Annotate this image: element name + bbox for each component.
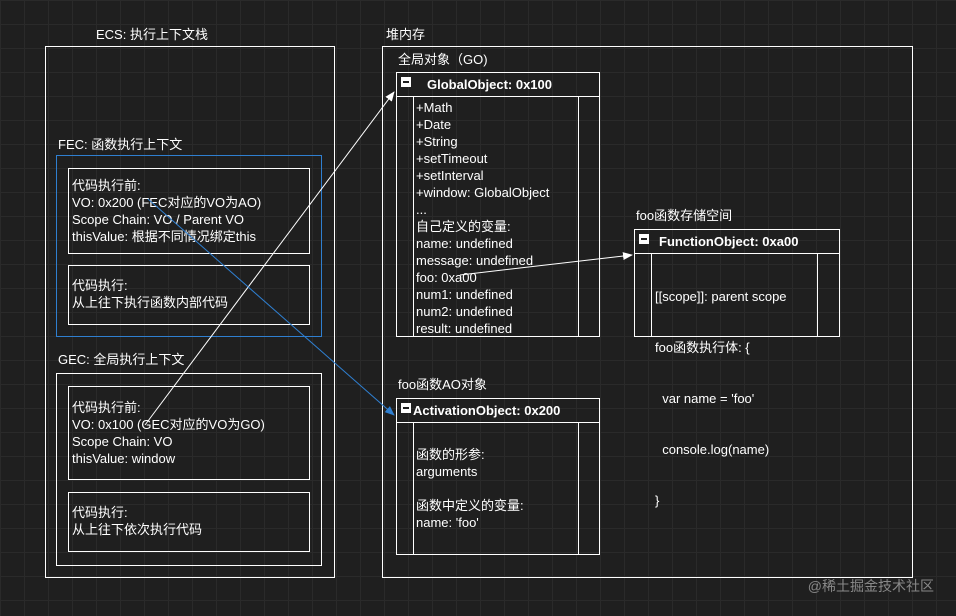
go-line: message: undefined [416, 253, 534, 268]
go-lines: +Math +Date +String +setTimeout +setInte… [416, 99, 549, 337]
go-line: +String [416, 134, 458, 149]
gec-exec-line: 从上往下依次执行代码 [72, 522, 203, 537]
gec-before-line: VO: 0x100 (GEC对应的VO为GO) [72, 417, 265, 432]
collapse-icon[interactable] [401, 77, 411, 87]
gec-exec-line: 代码执行: [72, 505, 128, 520]
fo-line: } [655, 493, 660, 508]
gec-before-line: Scope Chain: VO [72, 434, 173, 449]
ao-divider-right [578, 422, 579, 555]
heap-container [382, 46, 913, 578]
go-divider-right [578, 96, 579, 337]
activation-object-header: ActivationObject: 0x200 [397, 399, 599, 423]
ecs-title: ECS: 执行上下文栈 [96, 27, 208, 42]
fo-divider-right [817, 253, 818, 337]
gec-before-line: 代码执行前: [72, 400, 141, 415]
fec-exec-line: 从上往下执行函数内部代码 [72, 295, 229, 310]
go-line: +setInterval [416, 168, 484, 183]
watermark: @稀土掘金技术社区 [807, 578, 934, 594]
fec-before-box [68, 168, 310, 254]
fo-line: console.log(name) [655, 442, 770, 457]
global-object-box: GlobalObject: 0x100 [396, 72, 600, 337]
fec-before-text: 代码执行前: VO: 0x200 (FEC对应的VO为AO) Scope Cha… [72, 177, 261, 245]
activation-object-header-text: ActivationObject: 0x200 [413, 403, 561, 418]
function-object-header: FunctionObject: 0xa00 [635, 230, 839, 254]
foo-storage-caption: foo函数存储空间 [636, 208, 733, 223]
go-line: num1: undefined [416, 287, 513, 302]
global-object-header: GlobalObject: 0x100 [397, 73, 599, 97]
ao-caption: foo函数AO对象 [398, 377, 487, 392]
global-object-header-text: GlobalObject: 0x100 [427, 77, 552, 92]
ao-lines: 函数的形参: arguments 函数中定义的变量: name: 'foo' [416, 446, 524, 531]
gec-title: GEC: 全局执行上下文 [58, 352, 185, 367]
collapse-icon[interactable] [401, 403, 411, 413]
fo-line: foo函数执行体: { [655, 340, 750, 355]
collapse-icon[interactable] [639, 234, 649, 244]
go-line: +Math [416, 100, 453, 115]
ao-line: 函数的形参: [416, 447, 485, 462]
fec-before-line: Scope Chain: VO / Parent VO [72, 212, 244, 227]
ao-divider-left [413, 422, 414, 555]
go-line: foo: 0xa00 [416, 270, 477, 285]
ecs-stack [45, 46, 335, 578]
gec-before-line: thisValue: window [72, 451, 176, 466]
go-line: 自己定义的变量: [416, 219, 511, 234]
fec-container [56, 155, 322, 337]
arrow-gec-vo-to-global-object [144, 91, 395, 426]
gec-exec-text: 代码执行: 从上往下依次执行代码 [72, 504, 202, 538]
go-line: +Date [416, 117, 452, 132]
ao-line: name: 'foo' [416, 515, 479, 530]
fec-exec-line: 代码执行: [72, 278, 128, 293]
fec-exec-box [68, 265, 310, 325]
fo-divider-left [651, 253, 652, 337]
arrow-foo-to-function-object [459, 252, 633, 276]
function-object-header-text: FunctionObject: 0xa00 [659, 234, 799, 249]
gec-before-text: 代码执行前: VO: 0x100 (GEC对应的VO为GO) Scope Cha… [72, 399, 265, 467]
gec-before-box [68, 386, 310, 480]
go-line: +window: GlobalObject [416, 185, 550, 200]
fec-title: FEC: 函数执行上下文 [58, 137, 183, 152]
fo-line: var name = 'foo' [655, 391, 755, 406]
ao-line: arguments [416, 464, 478, 479]
ao-line: 函数中定义的变量: [416, 498, 524, 513]
go-line: result: undefined [416, 321, 513, 336]
fec-before-line: thisValue: 根据不同情况绑定this [72, 229, 256, 244]
function-object-box: FunctionObject: 0xa00 [634, 229, 840, 337]
activation-object-box: ActivationObject: 0x200 [396, 398, 600, 555]
fo-line: [[scope]]: parent scope [655, 289, 787, 304]
fec-exec-text: 代码执行: 从上往下执行函数内部代码 [72, 277, 228, 311]
fec-before-line: 代码执行前: [72, 178, 141, 193]
go-divider-left [413, 96, 414, 337]
gec-container [56, 373, 322, 566]
go-line: ... [416, 202, 427, 217]
heap-title: 堆内存 [386, 27, 426, 42]
go-line: num2: undefined [416, 304, 513, 319]
gec-exec-box [68, 492, 310, 552]
fec-before-line: VO: 0x200 (FEC对应的VO为AO) [72, 195, 262, 210]
fo-lines: [[scope]]: parent scope foo函数执行体: { var … [655, 254, 787, 526]
arrow-fec-vo-to-activation-object [147, 198, 395, 416]
go-line: name: undefined [416, 236, 513, 251]
go-caption: 全局对象（GO) [398, 52, 488, 67]
go-line: +setTimeout [416, 151, 488, 166]
